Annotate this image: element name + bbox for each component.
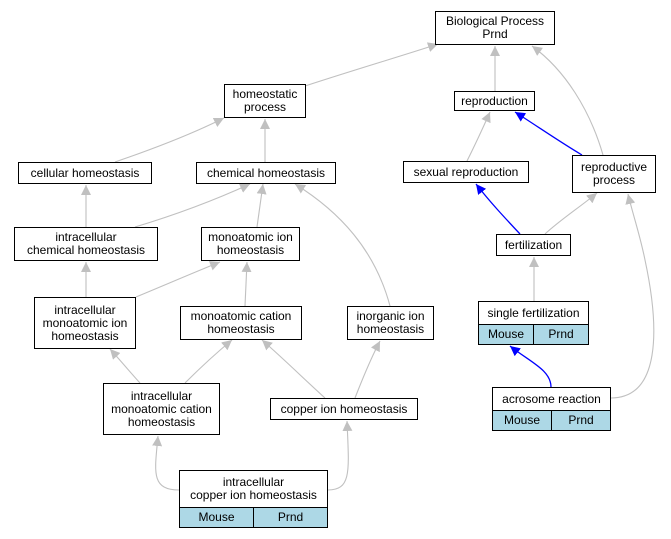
node-reproductive-process[interactable]: reproductive process — [572, 155, 656, 193]
node-intracellular-copper-ion-homeostasis[interactable]: intracellular copper ion homeostasis Mou… — [179, 470, 328, 528]
node-label: monoatomic ion homeostasis — [208, 230, 293, 257]
node-biological-process[interactable]: Biological Process Prnd — [435, 11, 555, 45]
node-tags: Mouse Prnd — [493, 410, 610, 430]
edge-intracellular-monoatomic-cation-homeostasis-to-monoatomic-cation-homeostasis — [184, 339, 233, 384]
node-tags: Mouse Prnd — [180, 507, 327, 527]
node-homeostatic-process[interactable]: homeostatic process — [224, 84, 306, 118]
node-monoatomic-cation-homeostasis[interactable]: monoatomic cation homeostasis — [180, 306, 302, 340]
edge-homeostatic-process-to-biological-process — [304, 42, 439, 87]
node-tags: Mouse Prnd — [479, 324, 588, 344]
edge-acrosome-reaction-to-single-fertilization — [509, 345, 552, 388]
edge-intracellular-copper-ion-homeostasis-to-intracellular-monoatomic-cation-homeostasis — [152, 435, 180, 491]
node-label: intracellular monoatomic cation homeosta… — [111, 388, 212, 429]
node-intracellular-monoatomic-ion-homeostasis[interactable]: intracellular monoatomic ion homeostasis — [34, 297, 136, 349]
tag-species: Mouse — [479, 325, 533, 344]
edge-fertilization-to-sexual-reproduction — [475, 183, 521, 235]
edge-cellular-homeostasis-to-homeostatic-process — [114, 117, 225, 163]
node-label: reproductive process — [580, 160, 648, 187]
node-label: homeostatic process — [232, 87, 298, 114]
node-label: fertilization — [504, 237, 563, 252]
tag-species: Mouse — [180, 508, 253, 527]
node-label: Biological Process Prnd — [445, 14, 545, 41]
edge-intracellular-monoatomic-cation-homeostasis-to-intracellular-monoatomic-ion-homeostasis — [109, 348, 141, 384]
node-label: inorganic ion homeostasis — [356, 309, 425, 336]
edge-reproductive-process-to-biological-process — [531, 45, 604, 156]
node-label: single fertilization — [487, 305, 580, 320]
node-intracellular-monoatomic-cation-homeostasis[interactable]: intracellular monoatomic cation homeosta… — [103, 383, 220, 435]
node-reproduction[interactable]: reproduction — [454, 91, 535, 111]
node-chemical-homeostasis[interactable]: chemical homeostasis — [196, 162, 336, 184]
tag-gene: Prnd — [551, 411, 610, 430]
edge-copper-ion-homeostasis-to-inorganic-ion-homeostasis — [354, 340, 381, 399]
node-sexual-reproduction[interactable]: sexual reproduction — [403, 161, 529, 183]
edge-acrosome-reaction-to-reproductive-process — [610, 193, 655, 399]
tag-gene: Prnd — [533, 325, 588, 344]
tag-species: Mouse — [493, 411, 551, 430]
node-cellular-homeostasis[interactable]: cellular homeostasis — [18, 162, 152, 184]
node-label: copper ion homeostasis — [280, 401, 408, 416]
edge-sexual-reproduction-to-reproduction — [466, 111, 491, 162]
tag-gene: Prnd — [253, 508, 327, 527]
node-label: sexual reproduction — [413, 164, 519, 179]
edge-monoatomic-cation-homeostasis-to-monoatomic-ion-homeostasis — [241, 261, 252, 307]
node-intracellular-chemical-homeostasis[interactable]: intracellular chemical homeostasis — [14, 227, 158, 261]
node-label: monoatomic cation homeostasis — [190, 309, 292, 336]
edge-reproductive-process-to-reproduction — [514, 111, 583, 156]
node-single-fertilization[interactable]: single fertilization Mouse Prnd — [478, 301, 589, 345]
node-monoatomic-ion-homeostasis[interactable]: monoatomic ion homeostasis — [201, 227, 300, 261]
node-label: reproduction — [461, 93, 528, 108]
node-label: intracellular monoatomic ion homeostasis — [42, 302, 128, 343]
edge-fertilization-to-reproductive-process — [544, 192, 598, 235]
node-fertilization[interactable]: fertilization — [496, 234, 571, 256]
node-inorganic-ion-homeostasis[interactable]: inorganic ion homeostasis — [347, 306, 434, 340]
edge-intracellular-chemical-homeostasis-to-chemical-homeostasis — [134, 183, 251, 228]
node-label: intracellular copper ion homeostasis — [190, 475, 317, 502]
node-label: chemical homeostasis — [206, 165, 326, 180]
edge-copper-ion-homeostasis-to-monoatomic-cation-homeostasis — [261, 339, 326, 399]
edge-intracellular-copper-ion-homeostasis-to-copper-ion-homeostasis — [327, 420, 353, 491]
node-copper-ion-homeostasis[interactable]: copper ion homeostasis — [270, 398, 418, 420]
node-label: intracellular chemical homeostasis — [26, 230, 146, 257]
edge-monoatomic-ion-homeostasis-to-chemical-homeostasis — [256, 183, 267, 228]
edge-inorganic-ion-homeostasis-to-chemical-homeostasis — [294, 183, 391, 307]
node-label: cellular homeostasis — [30, 165, 140, 180]
edge-intracellular-monoatomic-ion-homeostasis-to-monoatomic-ion-homeostasis — [135, 261, 221, 298]
node-label: acrosome reaction — [502, 391, 601, 406]
node-acrosome-reaction[interactable]: acrosome reaction Mouse Prnd — [492, 387, 611, 431]
